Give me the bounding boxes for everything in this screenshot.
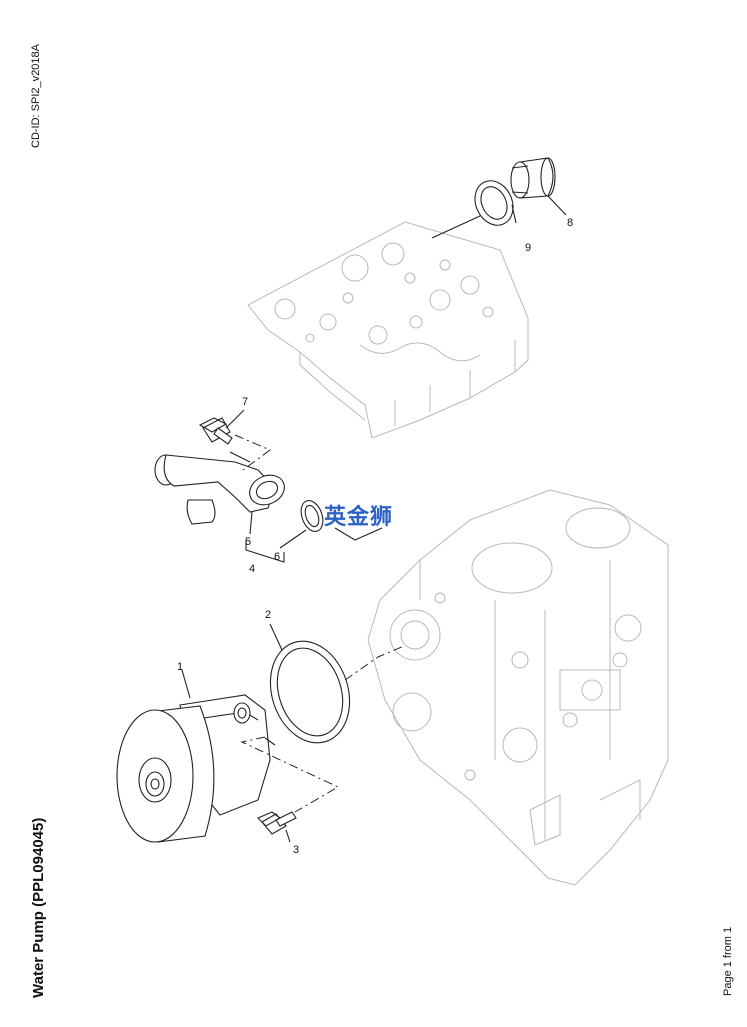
callout-2: 2 (265, 609, 271, 621)
pump-gasket-part-2 (269, 640, 351, 744)
callout-4: 4 (249, 563, 255, 575)
callout-3: 3 (293, 844, 299, 856)
water-outlet-elbow-part-5 (154, 451, 285, 525)
callout-5: 5 (245, 536, 251, 548)
water-pump-part-1 (116, 694, 271, 843)
callout-6: 6 (274, 551, 280, 563)
callout-1: 1 (177, 661, 183, 673)
cylinder-head-outline (247, 221, 529, 439)
watermark-logo: 英金狮 (324, 505, 394, 530)
callout-7: 7 (242, 396, 248, 408)
bolt-part-3 (257, 811, 297, 835)
callout-8: 8 (567, 217, 573, 229)
plug-part-8 (510, 157, 556, 199)
o-ring-part-6 (300, 500, 324, 532)
engine-block-outline (367, 489, 669, 886)
bolt-part-7 (198, 417, 233, 445)
callout-9: 9 (525, 242, 531, 254)
seal-ring-part-9 (474, 180, 514, 226)
